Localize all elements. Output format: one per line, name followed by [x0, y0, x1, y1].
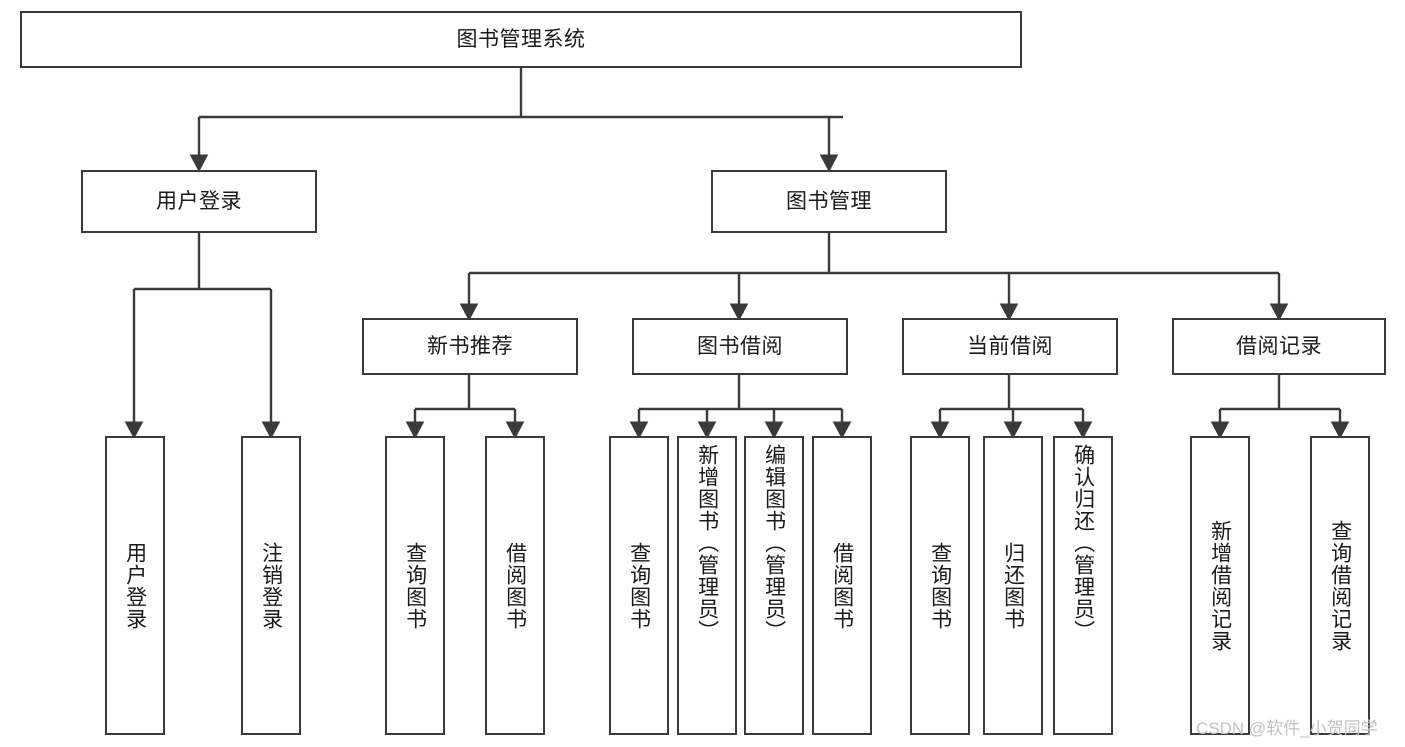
leaf-logout-label: 注销登录 [259, 541, 283, 630]
leaf-query-borrow-record-label: 查询借阅记录 [1328, 519, 1352, 652]
node-root[interactable]: 图书管理系统 [20, 11, 1022, 68]
edge-root-bus [199, 68, 843, 119]
leaf-query-borrow-record[interactable]: 查询借阅记录 [1310, 436, 1370, 735]
edge-new-books-bus [415, 375, 515, 411]
leaf-borrow-books-recommend[interactable]: 借阅图书 [485, 436, 545, 735]
node-user-login[interactable]: 用户登录 [81, 170, 317, 233]
node-new-book-recommend-label: 新书推荐 [427, 334, 513, 358]
node-borrow-records-label: 借阅记录 [1236, 334, 1322, 358]
leaf-user-login-label: 用户登录 [123, 541, 147, 630]
leaf-add-borrow-record-label: 新增借阅记录 [1208, 519, 1232, 652]
leaf-borrow-books-recommend-label: 借阅图书 [503, 541, 527, 630]
leaf-edit-book-admin[interactable]: 编辑图书（管理员） [744, 436, 804, 735]
leaf-confirm-return-admin-label: 确认归还（管理员） [1071, 444, 1095, 642]
node-root-label: 图书管理系统 [456, 27, 586, 51]
edge-records-bus [1220, 375, 1340, 411]
leaf-return-books[interactable]: 归还图书 [983, 436, 1043, 735]
leaf-logout[interactable]: 注销登录 [241, 436, 301, 735]
leaf-query-books-recommend[interactable]: 查询图书 [385, 436, 445, 735]
leaf-return-books-label: 归还图书 [1001, 541, 1025, 630]
leaf-lend-books[interactable]: 借阅图书 [812, 436, 872, 735]
leaf-query-books-recommend-label: 查询图书 [403, 541, 427, 630]
leaf-add-borrow-record[interactable]: 新增借阅记录 [1190, 436, 1250, 735]
leaf-edit-book-admin-label: 编辑图书（管理员） [762, 444, 786, 642]
edge-borrow-bus [639, 375, 842, 411]
node-user-login-label: 用户登录 [156, 189, 242, 213]
node-new-book-recommend[interactable]: 新书推荐 [362, 318, 578, 375]
edge-user-login-bus [134, 233, 271, 291]
node-book-management-label: 图书管理 [786, 189, 872, 213]
edge-book-mgmt-bus [469, 233, 1279, 275]
leaf-query-books-borrow[interactable]: 查询图书 [609, 436, 669, 735]
leaf-lend-books-label: 借阅图书 [830, 541, 854, 630]
watermark: CSDN @软件_小贺同学 [1196, 719, 1378, 738]
node-borrow-records[interactable]: 借阅记录 [1172, 318, 1386, 375]
leaf-user-login[interactable]: 用户登录 [105, 436, 165, 735]
leaf-confirm-return-admin[interactable]: 确认归还（管理员） [1053, 436, 1113, 735]
node-book-borrow[interactable]: 图书借阅 [632, 318, 848, 375]
node-current-borrow[interactable]: 当前借阅 [902, 318, 1118, 375]
node-book-management[interactable]: 图书管理 [711, 170, 947, 233]
leaf-add-book-admin-label: 新增图书（管理员） [695, 444, 719, 642]
node-book-borrow-label: 图书借阅 [697, 334, 783, 358]
leaf-query-books-current-label: 查询图书 [928, 541, 952, 630]
edge-current-bus [940, 375, 1083, 411]
leaf-query-books-borrow-label: 查询图书 [627, 541, 651, 630]
leaf-query-books-current[interactable]: 查询图书 [910, 436, 970, 735]
node-current-borrow-label: 当前借阅 [967, 334, 1053, 358]
leaf-add-book-admin[interactable]: 新增图书（管理员） [677, 436, 737, 735]
